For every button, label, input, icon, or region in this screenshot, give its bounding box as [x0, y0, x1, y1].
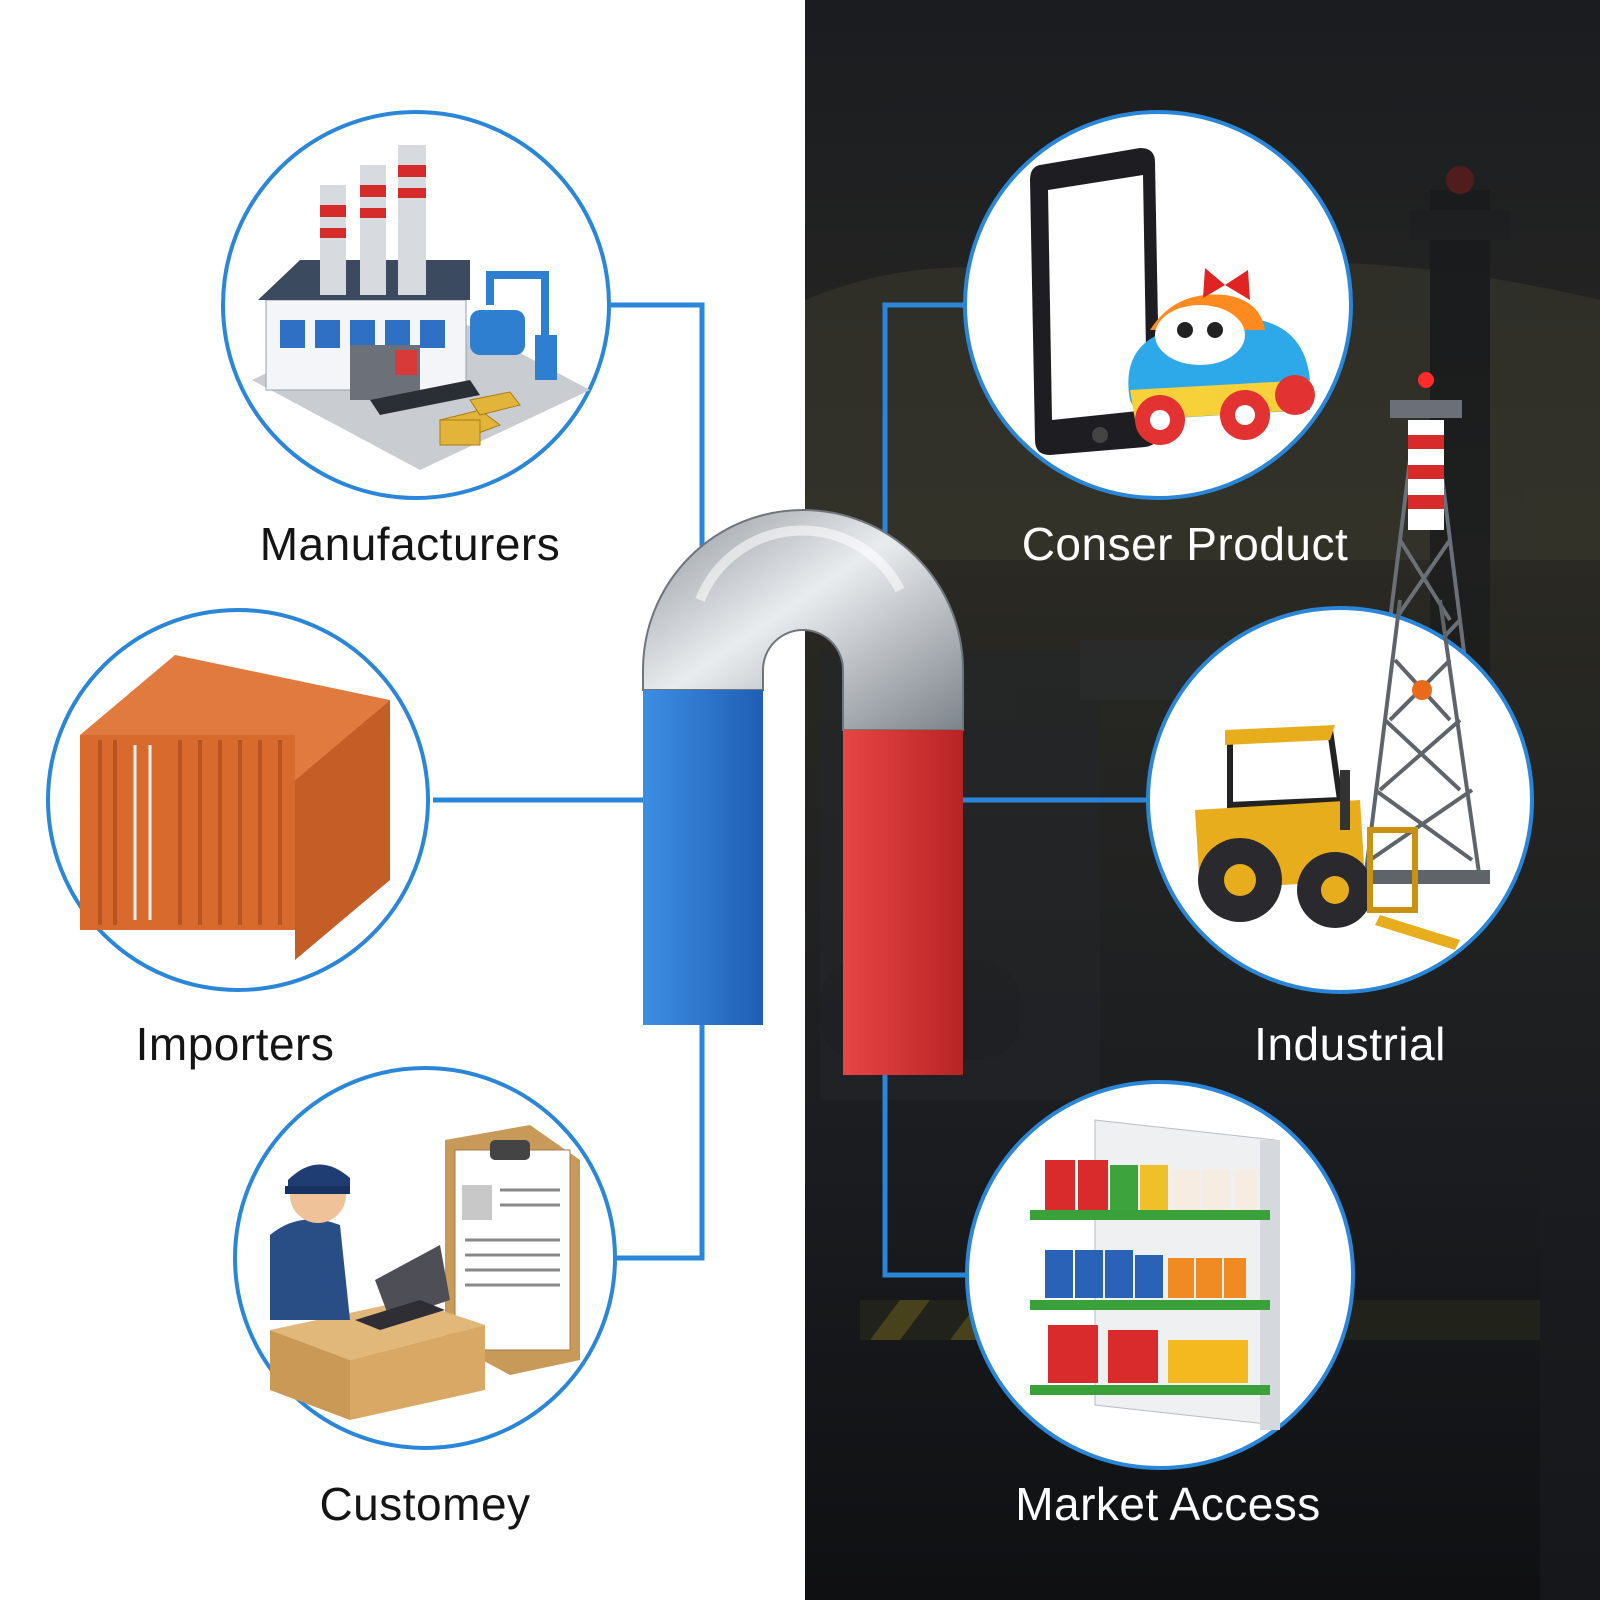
- magnet-south-pole: [843, 730, 963, 1075]
- forklift-and-oil-rig-icon: [1195, 599, 1490, 950]
- shipping-container-icon: [80, 655, 390, 960]
- node-label: Manufacturers: [260, 518, 561, 570]
- factory-icon: [252, 145, 590, 470]
- node-label: Importers: [136, 1018, 335, 1070]
- store-shelf-icon: [1030, 1119, 1280, 1430]
- node-label: Industrial: [1254, 1018, 1446, 1070]
- horseshoe-magnet-icon: [642, 509, 964, 1075]
- magnet-north-pole: [643, 690, 763, 1025]
- node-label: Conser Product: [1022, 518, 1349, 570]
- node-label: Customey: [319, 1478, 530, 1530]
- customs-officer-desk-icon: [270, 1125, 580, 1420]
- phone-and-toy-car-icon: [1030, 148, 1315, 455]
- node-label: Market Access: [1015, 1478, 1321, 1530]
